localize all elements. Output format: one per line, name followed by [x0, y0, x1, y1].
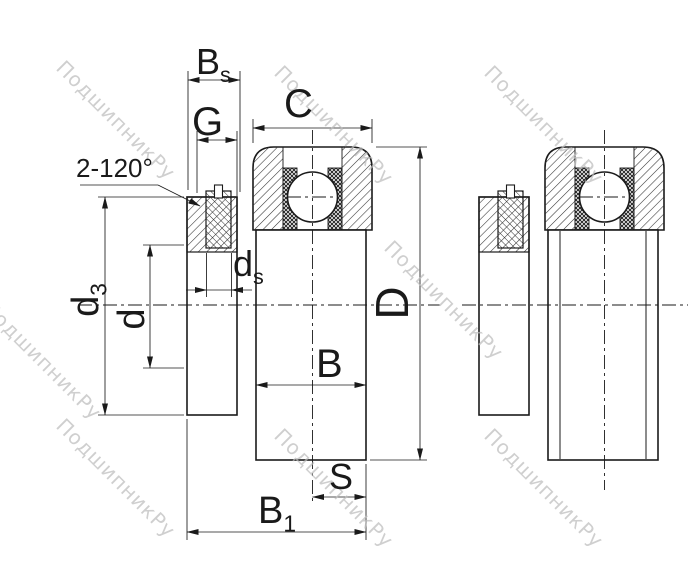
bearing-body-side — [478, 146, 665, 461]
dim-D — [370, 146, 427, 461]
dim-S — [312, 464, 367, 540]
dim-G — [196, 131, 238, 196]
dim-label-d: d — [111, 308, 153, 330]
dim-label-Bs: Bs — [196, 41, 231, 88]
right-view — [462, 130, 688, 490]
dim-label-setscrew-angle: 2-120° — [76, 153, 153, 183]
dim-B1 — [186, 419, 367, 540]
dim-label-C: C — [284, 82, 313, 126]
dim-label-S: S — [329, 456, 354, 497]
dim-label-D: D — [366, 286, 418, 320]
dim-label-ds: ds — [233, 243, 264, 290]
dim-C — [252, 119, 373, 143]
dim-ds — [186, 253, 252, 297]
left-view — [78, 71, 440, 540]
leader-setscrew-angle — [80, 184, 201, 207]
dim-label-B: B — [316, 342, 343, 386]
dim-Bs — [187, 71, 241, 192]
dim-label-d3: d3 — [65, 283, 112, 317]
bearing-body-front — [186, 146, 373, 461]
dim-d — [143, 244, 184, 369]
dim-d3 — [98, 196, 184, 416]
dim-label-B1: B1 — [258, 490, 297, 537]
dim-label-G: G — [192, 100, 224, 144]
